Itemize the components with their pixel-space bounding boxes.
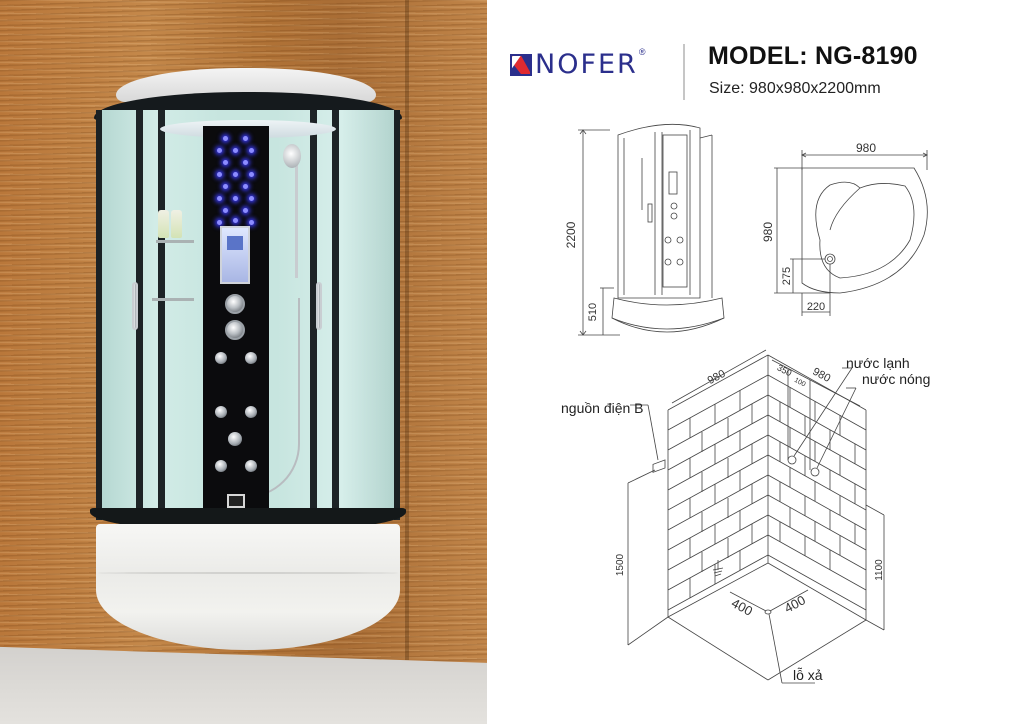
dim-total-height: 2200 [564, 221, 578, 248]
dim-pipe-offset-2: 100 [793, 377, 807, 389]
shower-tray [96, 524, 400, 650]
wall-corner [405, 0, 409, 660]
massage-jet-icon [215, 352, 227, 364]
led-light [249, 196, 254, 201]
steam-vent-icon [227, 494, 245, 508]
dim-drain-y: 275 [781, 267, 793, 285]
door-handle-right [316, 282, 322, 330]
led-light [217, 148, 222, 153]
door-frame-right-outer [332, 110, 339, 520]
led-light [233, 218, 238, 223]
led-light [223, 184, 228, 189]
led-light [217, 196, 222, 201]
led-light [243, 160, 248, 165]
led-light [249, 220, 254, 225]
label-power-source: nguồn điện B [561, 400, 644, 416]
front-view-drawing [578, 123, 725, 336]
hose-connector-icon [228, 432, 242, 446]
model-title: MODEL: NG-8190 [708, 42, 918, 70]
size-spec: Size: 980x980x2200mm [709, 80, 881, 97]
dim-width: 980 [856, 141, 876, 155]
dim-drain-x: 400 [729, 595, 755, 618]
dim-power-height: 1500 [615, 553, 626, 576]
led-light [233, 148, 238, 153]
led-light [217, 220, 222, 225]
dim-water-height: 1100 [874, 559, 885, 581]
led-light [249, 148, 254, 153]
led-light [223, 208, 228, 213]
tray-seam [98, 572, 398, 574]
brand-logo: NOFER ® [510, 47, 646, 80]
dim-drain-x: 220 [807, 301, 825, 313]
led-light [223, 160, 228, 165]
diverter-knob-icon [225, 320, 245, 340]
led-light [233, 172, 238, 177]
registered-mark: ® [638, 47, 646, 57]
top-view-drawing [774, 150, 928, 316]
led-light [243, 184, 248, 189]
label-cold-water: nước lạnh [846, 355, 910, 371]
label-drain-hole: lỗ xả [793, 667, 823, 683]
dim-depth: 980 [761, 222, 775, 242]
hand-shower-icon [283, 144, 301, 168]
massage-jet-icon [245, 352, 257, 364]
control-panel [203, 126, 269, 512]
door-frame-left-inner [158, 110, 165, 520]
door-handle-left [132, 282, 138, 330]
glass-shelf-upper [156, 240, 194, 243]
led-light [243, 208, 248, 213]
label-hot-water: nước nóng [862, 371, 931, 387]
door-frame-left-outer [136, 110, 143, 520]
massage-jet-icon [215, 460, 227, 472]
digital-display [220, 226, 250, 284]
header-divider [683, 44, 685, 100]
shower-rail [295, 148, 298, 278]
led-light [223, 136, 228, 141]
led-light [243, 136, 248, 141]
massage-jet-icon [245, 406, 257, 418]
dim-wall-right: 980 [810, 366, 832, 385]
led-light [217, 172, 222, 177]
led-light [233, 196, 238, 201]
installation-drawing [627, 349, 885, 684]
glass-shelf-lower [152, 298, 194, 301]
brand-mark-icon [510, 53, 532, 76]
massage-jet-icon [215, 406, 227, 418]
shower-cabin [88, 68, 408, 668]
toiletry-bottles [158, 210, 186, 240]
brand-name: NOFER [535, 49, 638, 80]
dim-tray-height: 510 [587, 303, 599, 321]
door-frame-right-inner [310, 110, 317, 520]
product-photo [0, 0, 487, 724]
mixer-knob-icon [225, 294, 245, 314]
dim-drain-y: 400 [782, 592, 808, 615]
dim-pipe-offset-1: 350 [775, 362, 793, 378]
led-light [249, 172, 254, 177]
dim-wall-left: 980 [706, 368, 728, 387]
massage-jet-icon [245, 460, 257, 472]
